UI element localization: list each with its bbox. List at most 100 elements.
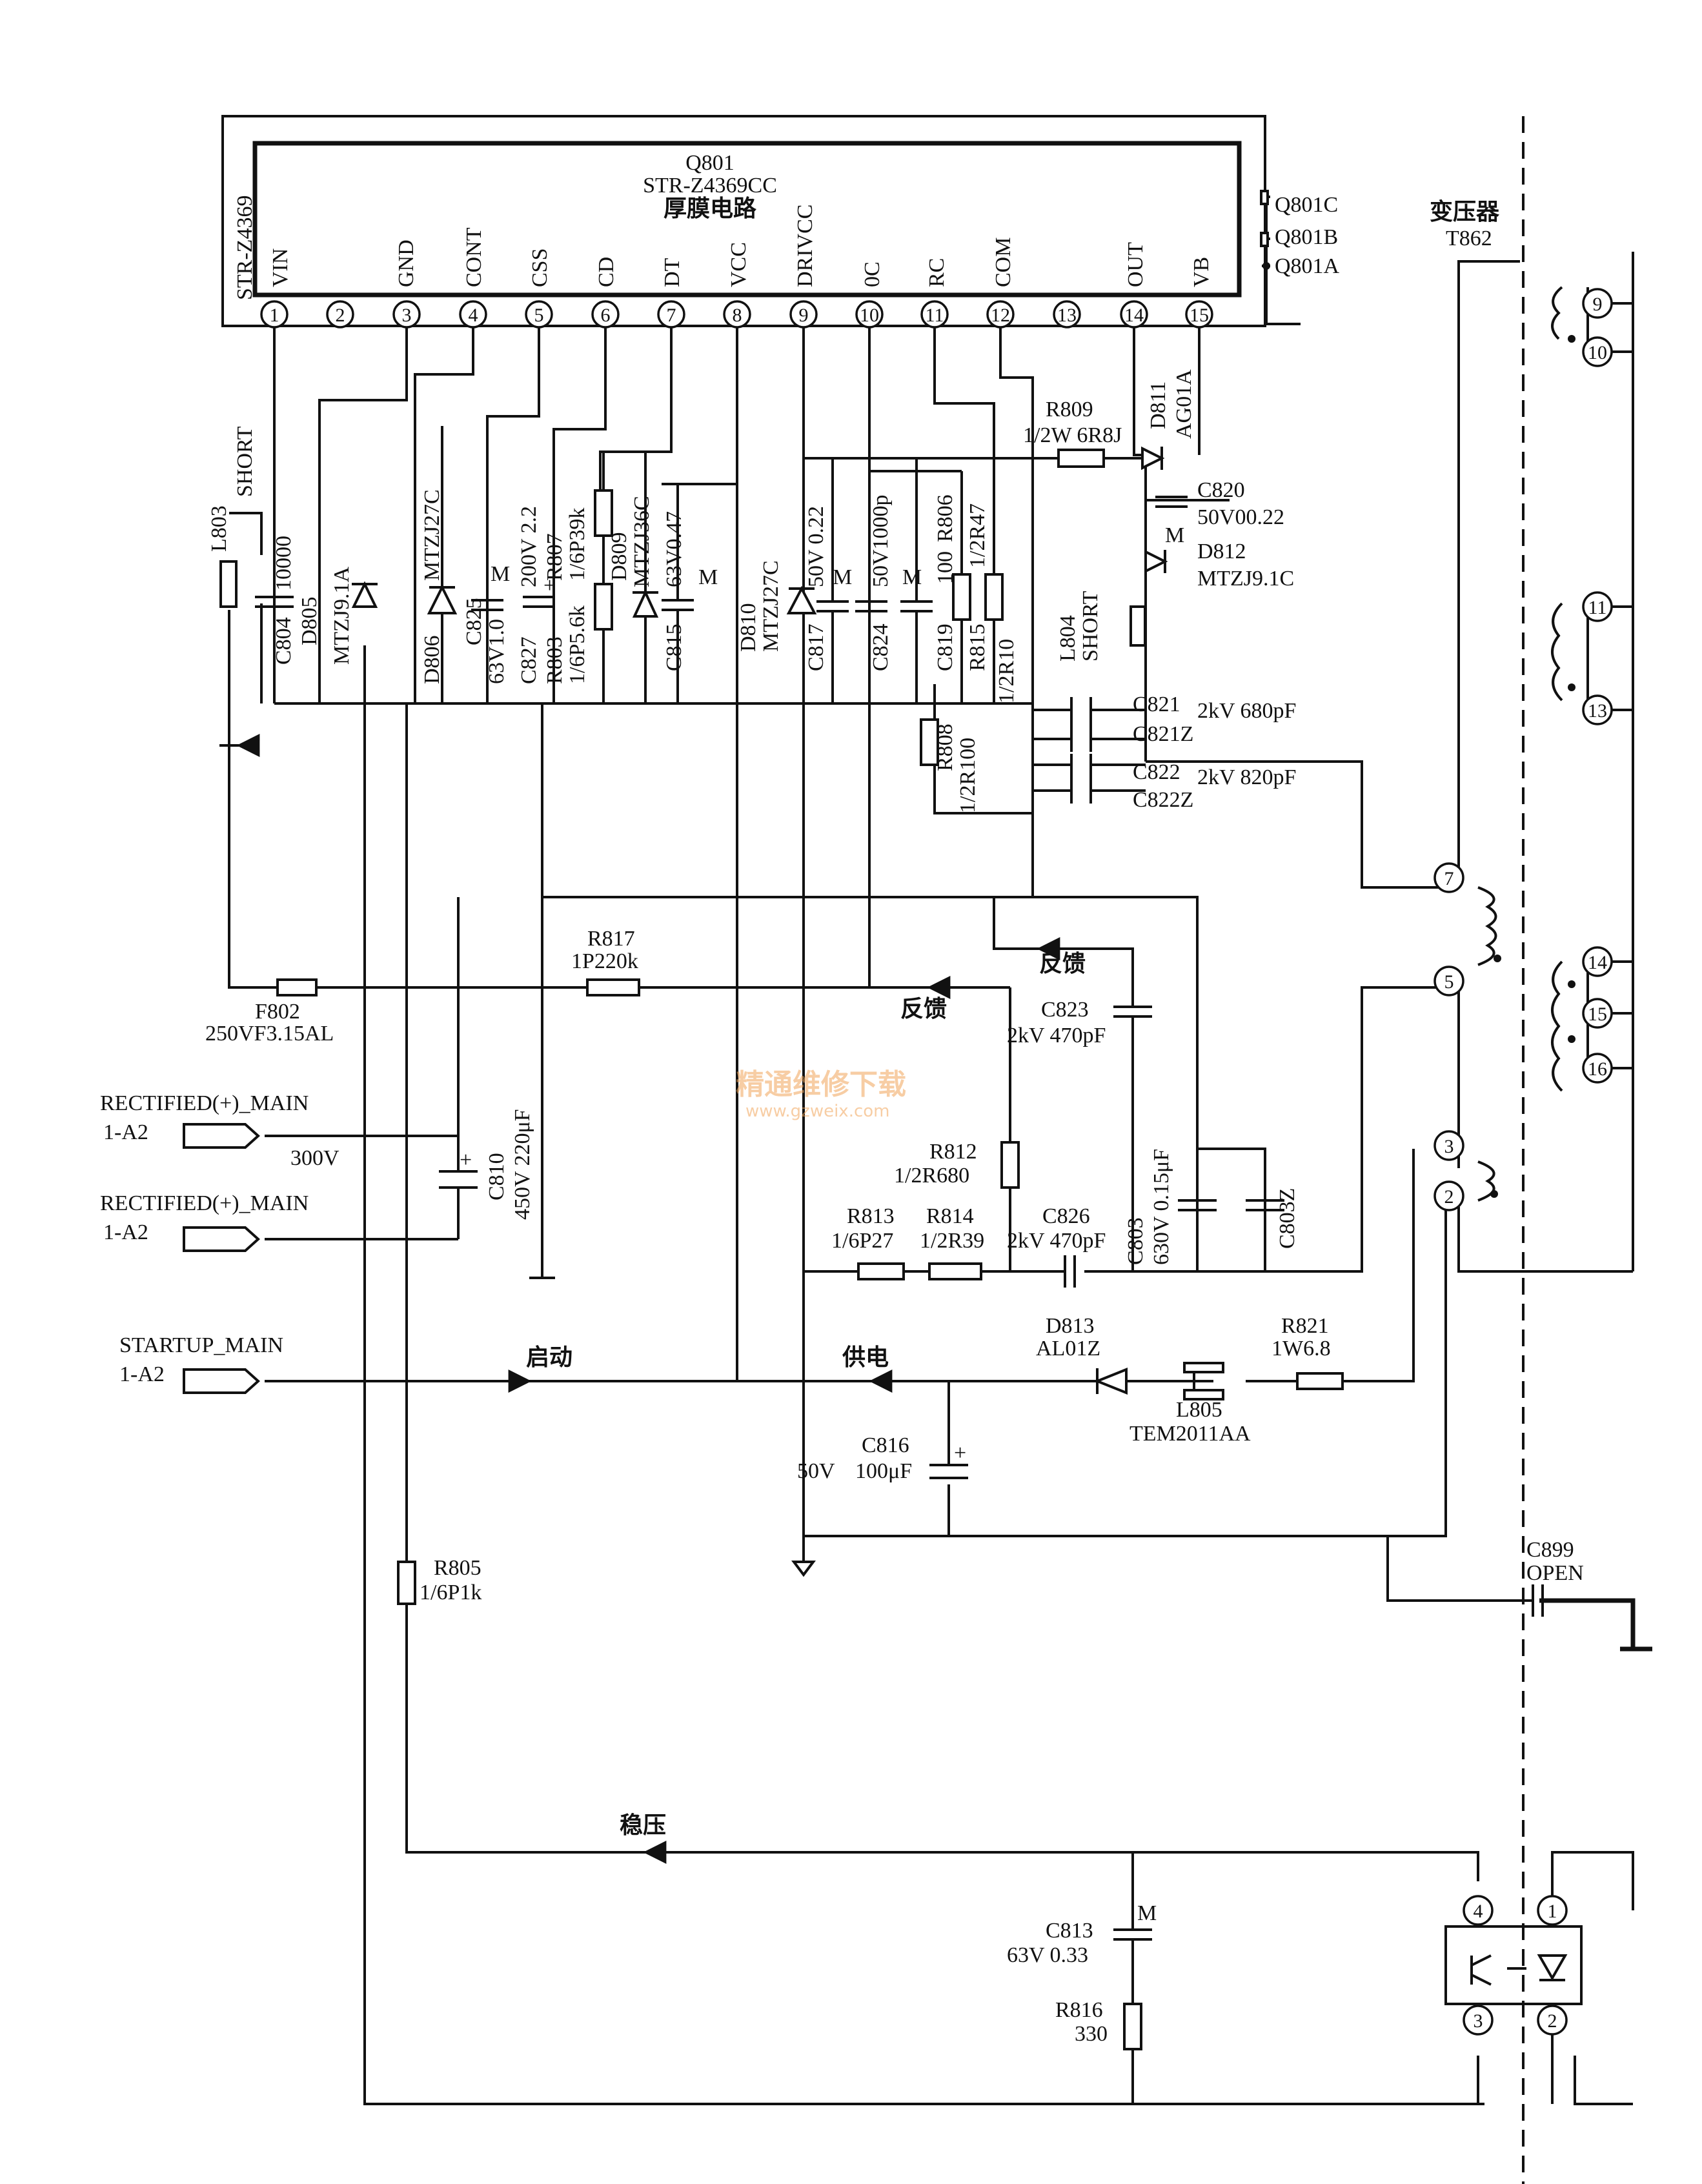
c824-value: 50V1000p: [869, 494, 893, 587]
pin-name-cd: CD: [594, 257, 618, 287]
optocoupler: 4 1 3 2: [1444, 1851, 1633, 2104]
d805-value: MTZJ9.1A: [330, 567, 354, 665]
ic-pin-12-num: 12: [991, 305, 1010, 326]
r815-ref: R815: [966, 623, 989, 671]
ic-pin-14-num: 14: [1124, 305, 1144, 326]
capacitor-c813: C813 63V 0.33 M: [1007, 1901, 1157, 1967]
c803-ref: C803: [1124, 1217, 1148, 1265]
resistor-r812: R812 1/2R680: [894, 1140, 1020, 1189]
d813-value: AL01Z: [1036, 1337, 1100, 1360]
connector-3-name: STARTUP_MAIN: [119, 1333, 283, 1357]
capacitor-c899: C899 OPEN: [1526, 1538, 1584, 1617]
r805-value: 1/6P1k: [420, 1581, 481, 1604]
d806-ref: D806: [420, 635, 444, 684]
t862-pin-13: 13: [1588, 700, 1607, 722]
opto-pin-4: 4: [1474, 1901, 1483, 1922]
d813-ref: D813: [1046, 1314, 1095, 1338]
t862-pin-15: 15: [1588, 1004, 1607, 1025]
t862-pin-2: 2: [1444, 1186, 1454, 1208]
d811-ref: D811: [1146, 381, 1170, 429]
l804-value: SHORT: [1079, 591, 1102, 662]
pin-name-drivcc: DRIVCC: [793, 205, 817, 287]
ic-q801: STR-Z4369 Q801 STR-Z4369CC 厚膜电路: [221, 115, 1266, 327]
c813-value: 63V 0.33: [1007, 1943, 1088, 1967]
resistor-r817: R817 1P220k: [571, 927, 640, 996]
resistor-r808: R808 1/2R100: [920, 718, 980, 813]
ic-pin-2: [326, 300, 354, 329]
q801b-label: Q801B: [1275, 225, 1338, 249]
ic-pin-2-num: 2: [336, 305, 345, 326]
capacitor-c804: C804 10000: [255, 536, 296, 665]
r806-ref: R806: [933, 494, 957, 542]
capacitor-c827: 200V 2.2 C827 +: [517, 506, 556, 684]
opto-pin-3: 3: [1474, 2010, 1483, 2032]
c819-ref: C819: [933, 623, 957, 671]
watermark-title: 精通维修下载: [736, 1068, 906, 1101]
c810-plus-mark: +: [460, 1148, 472, 1172]
pin-name-rc: RC: [925, 258, 949, 287]
r812-ref: R812: [929, 1140, 977, 1164]
feedback-label-2: 反馈: [900, 996, 947, 1022]
c899-value: OPEN: [1526, 1561, 1584, 1585]
r803-ref: R803: [543, 636, 567, 684]
r803-value: 1/6P5.6k: [565, 605, 589, 684]
ic-part: STR-Z4369CC: [643, 174, 777, 197]
ic-pin-6-num: 6: [601, 305, 611, 326]
t862-pin-14: 14: [1588, 952, 1607, 973]
c826-value: 2kV 470pF: [1007, 1229, 1106, 1253]
connector-1-name: RECTIFIED(+)_MAIN: [100, 1091, 309, 1115]
c804-ref: C804: [272, 617, 296, 665]
pin-name-vcc: VCC: [727, 242, 751, 287]
ic-name: 厚膜电路: [664, 196, 757, 221]
r814-ref: R814: [926, 1204, 974, 1228]
r813-ref: R813: [847, 1204, 895, 1228]
d810-value: MTZJ27C: [759, 560, 783, 652]
ground-symbol: [791, 1561, 816, 1577]
r808-value: 1/2R100: [956, 738, 980, 813]
resistors-r813-r814: R813 1/6P27 R814 1/2R39: [831, 1204, 994, 1280]
ic-pin-3-num: 3: [402, 305, 412, 326]
c825-value: 63V1.0: [485, 619, 509, 684]
diode-d805: D805 MTZJ9.1A: [298, 567, 378, 665]
c822-value: 2kV 820pF: [1197, 765, 1296, 789]
c804-value: 10000: [272, 536, 296, 591]
d812-value: MTZJ9.1C: [1197, 567, 1294, 591]
c825-m-mark: M: [491, 562, 510, 586]
c820-ref: C820: [1197, 478, 1245, 502]
c820-m-mark: M: [1165, 523, 1184, 547]
r806-value: 1/2R47: [966, 503, 989, 568]
c819-m-mark: M: [902, 565, 922, 589]
d810-ref: D810: [736, 603, 760, 652]
t862-pin-5: 5: [1444, 971, 1454, 993]
r809-ref: R809: [1046, 398, 1093, 421]
c821z-ref: C821Z: [1133, 722, 1193, 746]
feedback-label-1: 反馈: [1039, 951, 1086, 976]
pin-name-vb: VB: [1190, 257, 1213, 287]
c821-value: 2kV 680pF: [1197, 699, 1296, 723]
c813-m-mark: M: [1137, 1901, 1157, 1925]
c817-ref: C817: [804, 623, 828, 671]
watermark: 精通维修下载 www.gzweix.com: [736, 1068, 906, 1121]
diode-d813: D813 AL01Z: [1036, 1314, 1128, 1395]
diode-d806: D806 MTZJ27C: [420, 426, 458, 703]
diode-d810: D810 MTZJ27C: [736, 560, 817, 652]
t862-pin-9: 9: [1593, 294, 1603, 315]
c899-ref: C899: [1526, 1538, 1574, 1562]
ic-side-label: STR-Z4369: [233, 196, 257, 300]
capacitor-c817: C817 50V 0.22 M: [804, 458, 852, 703]
capacitor-c824: C824 50V1000p: [855, 494, 893, 671]
d805-ref: D805: [298, 596, 321, 645]
ic-pin-5-num: 5: [534, 305, 544, 326]
connector-2-ref: 1-A2: [103, 1220, 148, 1244]
l803-ref: L803: [207, 505, 231, 552]
r805-ref: R805: [434, 1556, 481, 1580]
c815-m-mark: M: [698, 565, 718, 589]
c822-ref: C822: [1133, 760, 1180, 784]
r807-value: 1/6P39k: [565, 508, 589, 581]
r817-value: 1P220k: [571, 949, 638, 973]
ic-pins: 1 2 3 4 5 6 7 8 9 10 11 12 13 14 15: [260, 300, 1213, 329]
ic-pin-4-num: 4: [469, 305, 478, 326]
c810-ref: C810: [485, 1153, 509, 1200]
capacitor-c826: C826 2kV 470pF: [1007, 1204, 1106, 1288]
